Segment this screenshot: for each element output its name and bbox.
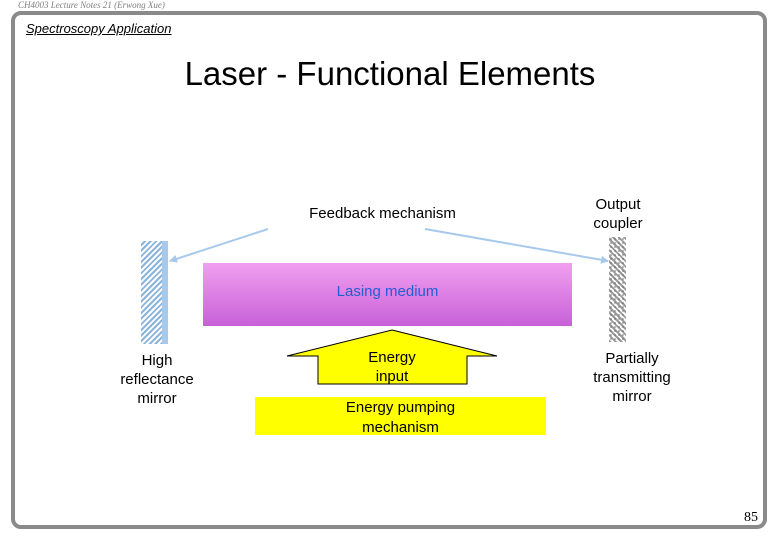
- high-reflectance-mirror: [141, 241, 163, 344]
- energy-pumping-label: Energy pumping mechanism: [255, 398, 546, 438]
- page-number: 85: [744, 510, 758, 525]
- lasing-medium-label: Lasing medium: [336, 283, 439, 300]
- output-coupler-line1: Output: [595, 196, 641, 213]
- partially-transmitting-mirror-texture: [609, 237, 626, 342]
- header-note: CH4003 Lecture Notes 21 (Erwong Xue): [18, 0, 165, 10]
- partial-line1: Partially: [605, 350, 659, 367]
- output-coupler-line2: coupler: [593, 215, 643, 232]
- slide-title: Laser - Functional Elements: [184, 55, 596, 92]
- high-reflect-line2: reflectance: [120, 371, 194, 388]
- energy-pumping-mechanism-box: Energy pumping mechanism: [255, 397, 546, 438]
- lasing-medium-box: Lasing medium: [203, 263, 572, 326]
- feedback-line-right: [424, 228, 609, 264]
- section-title: Spectroscopy Application: [26, 21, 172, 36]
- partially-transmitting-mirror-label: Partially transmitting mirror: [577, 349, 687, 406]
- energy-pumping-line2: mechanism: [362, 419, 439, 436]
- energy-input-line2: input: [375, 368, 409, 385]
- partial-line2: transmitting: [593, 369, 671, 386]
- high-reflectance-mirror-label: High reflectance mirror: [107, 351, 207, 408]
- feedback-mechanism-label: Feedback mechanism: [309, 205, 456, 222]
- partial-line3: mirror: [612, 388, 652, 405]
- energy-input-arrow: [286, 329, 498, 385]
- high-reflect-line1: High: [141, 352, 173, 369]
- energy-pumping-line1: Energy pumping: [345, 399, 456, 416]
- energy-input-line1: Energy: [368, 349, 416, 366]
- high-reflect-line3: mirror: [137, 390, 177, 407]
- high-reflectance-mirror-face: [162, 241, 168, 344]
- feedback-line-left: [169, 228, 269, 263]
- energy-input-label: Energy input: [342, 348, 442, 386]
- output-coupler-label: Output coupler: [578, 195, 658, 233]
